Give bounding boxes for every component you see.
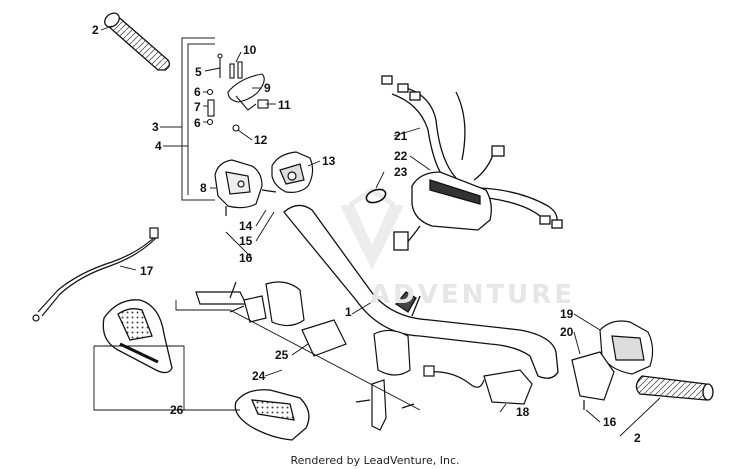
watermark-logo-icon (340, 186, 404, 270)
callout-15: 15 (239, 234, 253, 248)
callout-23: 23 (394, 165, 408, 179)
handguard-left (102, 299, 173, 374)
callout-12: 12 (254, 133, 268, 147)
callout-8: 8 (200, 181, 207, 195)
left-switch-housing (214, 159, 277, 216)
gauge-module (411, 171, 492, 231)
callout-2-top: 2 (92, 23, 99, 37)
callout-9: 9 (264, 81, 271, 95)
callout-24: 24 (252, 369, 266, 383)
callout-6-bottom: 6 (194, 116, 201, 130)
callout-26: 26 (170, 403, 184, 417)
callout-17: 17 (140, 264, 154, 278)
callout-3: 3 (152, 120, 159, 134)
handlebar-grip-left (104, 12, 171, 71)
right-switch-housing (571, 320, 654, 410)
callout-25: 25 (275, 348, 289, 362)
callout-5: 5 (195, 65, 202, 79)
bracket-lines (160, 37, 215, 201)
wiring-harness (365, 75, 563, 251)
heater-connector (423, 365, 533, 405)
callout-6-top: 6 (194, 85, 201, 99)
handguard-mounts (195, 281, 415, 431)
callout-18: 18 (516, 405, 530, 419)
callout-10: 10 (243, 43, 257, 57)
callout-7: 7 (194, 100, 201, 114)
callout-16-right: 16 (603, 415, 617, 429)
throttle-hardware (206, 53, 269, 132)
handlebar (283, 204, 559, 379)
callout-14: 14 (239, 219, 253, 233)
callout-22: 22 (394, 149, 408, 163)
watermark-text: ADVENTURE (370, 280, 575, 310)
assembly-brackets (93, 300, 421, 411)
callout-21: 21 (394, 129, 408, 143)
footer-credit: Rendered by LeadVenture, Inc. (290, 454, 460, 467)
handguard-right (234, 389, 310, 441)
callout-20: 20 (560, 325, 574, 339)
hand-warmer-switch (271, 151, 314, 193)
callout-2-bottom: 2 (634, 431, 641, 445)
handlebar-grip-right (635, 375, 714, 401)
callout-11: 11 (278, 98, 291, 112)
callout-16-left: 16 (239, 251, 253, 265)
throttle-cable (32, 227, 159, 322)
leader-lines (100, 25, 661, 437)
callout-4: 4 (155, 139, 162, 153)
callout-1: 1 (345, 305, 352, 319)
callout-13: 13 (322, 154, 336, 168)
callout-19: 19 (560, 307, 574, 321)
